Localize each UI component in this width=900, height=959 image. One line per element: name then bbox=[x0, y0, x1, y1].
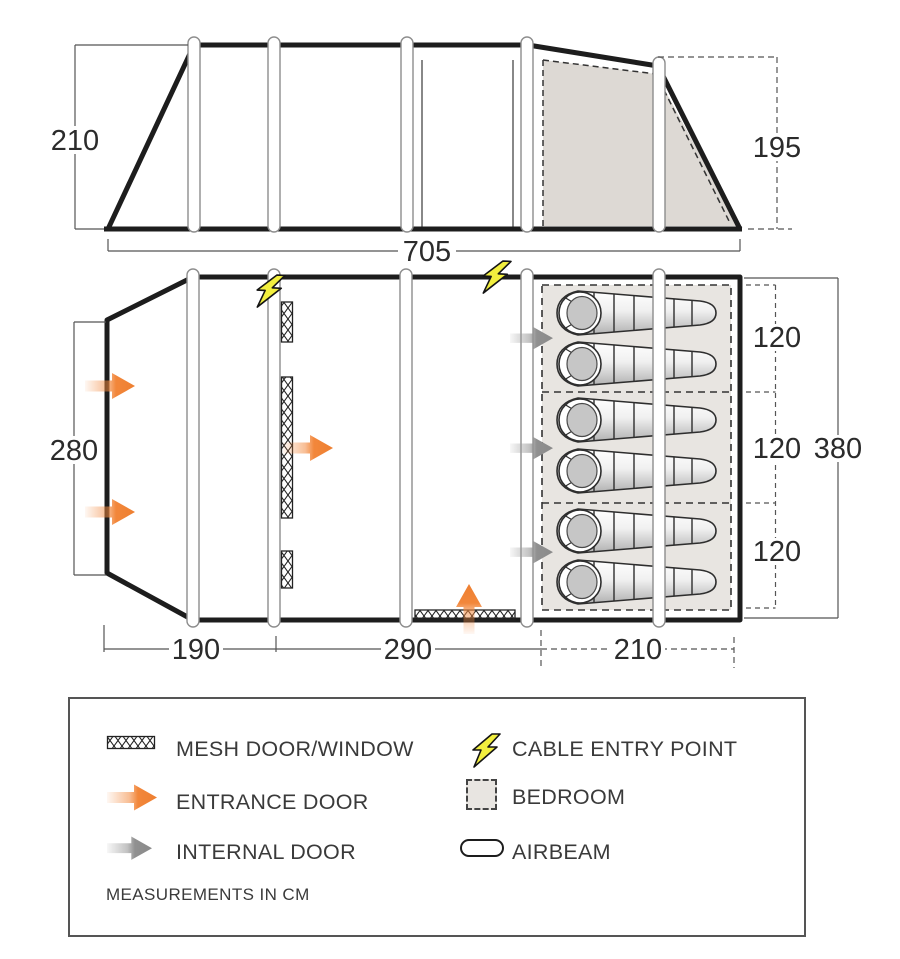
dimension-280: 280 bbox=[46, 321, 106, 576]
bedroom-area-side bbox=[543, 60, 739, 226]
label-height-left: 210 bbox=[51, 125, 99, 157]
label-bedroom-width-3: 120 bbox=[753, 536, 801, 568]
dimension-705: 705 bbox=[107, 236, 741, 268]
legend-label-mesh: MESH DOOR/WINDOW bbox=[176, 736, 414, 761]
cable-entry-point-icon bbox=[470, 732, 502, 769]
legend-label-cable: CABLE ENTRY POINT bbox=[512, 736, 738, 761]
side-elevation-view: 210 195 705 bbox=[47, 36, 805, 268]
measurements-note: MEASUREMENTS IN CM bbox=[106, 885, 310, 904]
label-bedroom-width-2: 120 bbox=[753, 433, 801, 465]
bedroom-area-plan bbox=[542, 285, 731, 610]
legend-box: MESH DOOR/WINDOW ENTRANCE DOOR INTERNAL … bbox=[68, 697, 806, 937]
label-total-width: 380 bbox=[814, 433, 862, 465]
airbeam-poles-side bbox=[187, 36, 666, 233]
entrance-door-icon bbox=[106, 784, 158, 811]
dimension-195: 195 bbox=[658, 56, 805, 230]
mesh-door-window-icon bbox=[106, 735, 156, 750]
label-section-bedroom: 210 bbox=[614, 634, 662, 666]
mesh-panels bbox=[280, 301, 516, 621]
bedroom-dashed-outline-side bbox=[542, 59, 730, 226]
interior-seam-lines bbox=[421, 60, 514, 227]
legend-label-internal: INTERNAL DOOR bbox=[176, 839, 356, 864]
legend-label-entrance: ENTRANCE DOOR bbox=[176, 789, 369, 814]
dimension-210: 210 bbox=[47, 44, 188, 230]
entrance-arrow-front-bottom bbox=[85, 499, 135, 525]
dimension-bedroom-widths: 120 120 380 120 bbox=[744, 277, 865, 619]
legend-label-airbeam: AIRBEAM bbox=[512, 839, 611, 864]
label-section-front: 190 bbox=[172, 634, 220, 666]
bedroom-icon bbox=[466, 779, 497, 810]
airbeam-icon bbox=[460, 839, 504, 857]
dimension-sections: 190 290 210 bbox=[103, 625, 735, 668]
entrance-arrow-side bbox=[456, 584, 482, 634]
cable-entry-points bbox=[255, 259, 512, 310]
legend-label-bedroom: BEDROOM bbox=[512, 784, 626, 809]
floor-plan-view: 280 120 120 380 120 190 290 210 bbox=[46, 259, 865, 668]
entrance-arrow-front-top bbox=[85, 373, 135, 399]
label-section-middle: 290 bbox=[384, 634, 432, 666]
label-total-length: 705 bbox=[403, 236, 451, 268]
label-bedroom-width-1: 120 bbox=[753, 322, 801, 354]
label-height-right: 195 bbox=[753, 132, 801, 164]
label-front-width: 280 bbox=[50, 435, 98, 467]
internal-door-icon bbox=[106, 836, 154, 860]
tent-views-svg: 210 195 705 bbox=[46, 36, 865, 668]
